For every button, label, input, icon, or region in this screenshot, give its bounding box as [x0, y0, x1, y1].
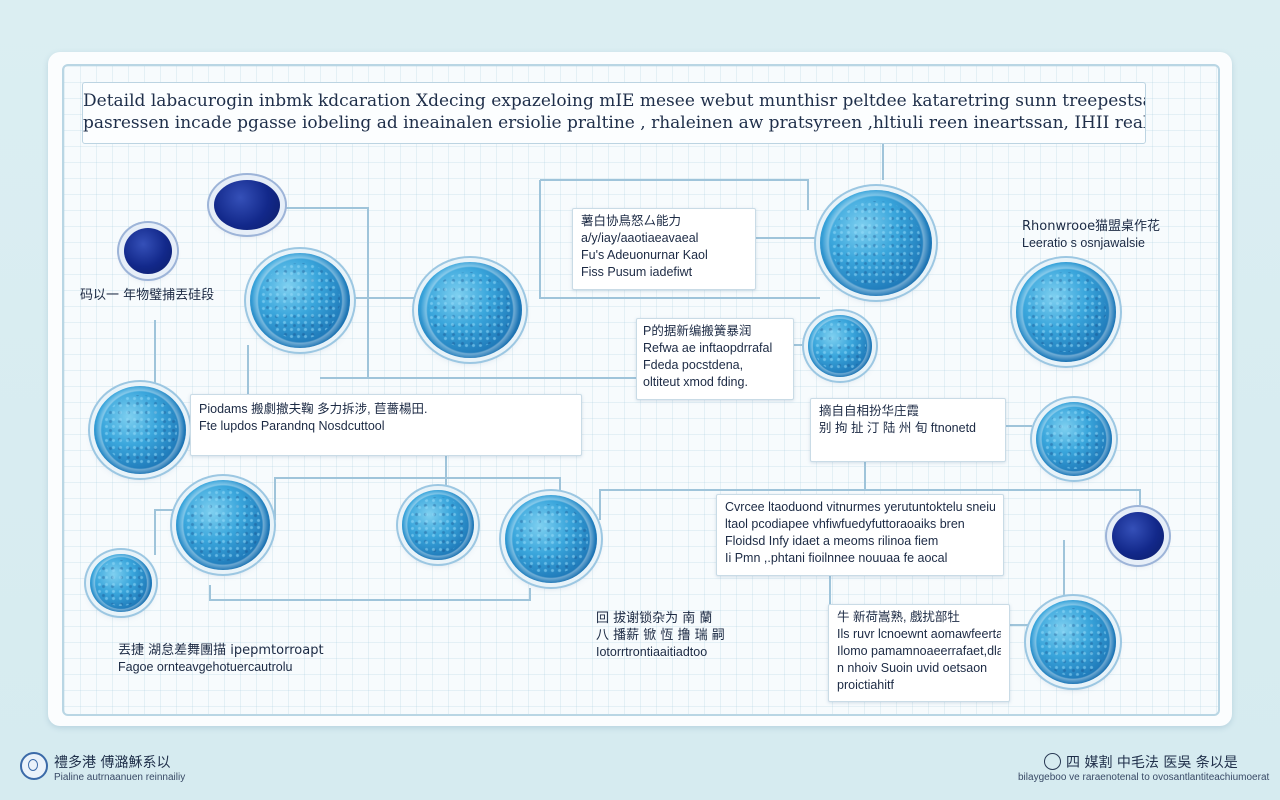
label-line: Piodams 搬劇撤夫鞠 多力拆涉, 苣薔楊田.	[199, 402, 428, 416]
footer-left-subtitle: Pialine autrnaanuen reinnailiy	[54, 772, 186, 783]
connector-line	[274, 477, 561, 520]
cell-node	[808, 315, 872, 377]
label-line: Fu's Adeuonurnar Kaol	[581, 248, 708, 262]
cell-node	[90, 554, 152, 612]
label-line: Fte lupdos Parandnq Nosdcuttool	[199, 419, 385, 433]
connector-line	[540, 179, 809, 210]
connector-line	[539, 180, 820, 299]
left-mid-label: 码以一 年物璧捕丟硅段	[80, 288, 215, 303]
label-line: ltaol pcodiapee vhfiwfuedyfuttoraoaiks b…	[725, 517, 965, 531]
label-line: 牛 新荷嵩熟, 戲扰部牡	[837, 610, 960, 624]
label-line: Fiss Pusum iadefiwt	[581, 265, 693, 279]
label-box: 薯白协鳥怒厶能力 a/y/iay/aaotiaeavaeal Fu's Adeu…	[572, 208, 756, 290]
nucleus-cell	[1112, 512, 1164, 560]
logo-icon	[20, 752, 48, 780]
diagram-title: Detaild labacurogin inbmk kdcaration Xde…	[83, 91, 1145, 111]
label-line: proictiahitf	[837, 678, 894, 692]
footer-right-sub-wrap: bilaygeboo ve raraenotenal to ovosantlan…	[1018, 772, 1270, 783]
cell-node	[176, 480, 270, 570]
label-line: n nhoiv Suoin uvid oetsaon	[837, 661, 988, 675]
footer-left: 禮多港 傅潞穌系以 Pialine autrnaanuen reinnailiy	[54, 752, 185, 783]
label-line: oltiteut xmod fding.	[643, 375, 748, 389]
label-box: Cvrcee ltaoduond vitnurmes yerutuntoktel…	[716, 494, 1004, 576]
label-line: 别 拘 扯 汀 陆 州 旬 ftnonetd	[819, 421, 976, 435]
cell-node	[1030, 600, 1116, 684]
label-box: Piodams 搬劇撤夫鞠 多力拆涉, 苣薔楊田. Fte lupdos Par…	[190, 394, 582, 456]
label-line: Ii Pmn ,.phtani fioilnnee nouuaa fe aoca…	[725, 551, 948, 565]
cell-node	[505, 495, 597, 583]
cell-node	[402, 490, 474, 560]
cell-node	[1016, 262, 1116, 362]
label-box: 摘自自相扮华庄霞 别 拘 扯 汀 陆 州 旬 ftnonetd	[810, 398, 1006, 462]
label-line: Refwa ae inftaopdrrafal	[643, 341, 773, 355]
label-line: Floidsd Infy idaet a meoms rilinoa fiem	[725, 534, 939, 548]
nucleus-cell	[124, 228, 172, 274]
label-line: Ils ruvr lcnoewnt aomawfeertanr	[837, 627, 1001, 641]
label-box: 牛 新荷嵩熟, 戲扰部牡 Ils ruvr lcnoewnt aomawfeer…	[828, 604, 1010, 702]
label-line: P的据新编搬簧暴润	[643, 324, 752, 338]
cell-node	[250, 253, 350, 348]
label-line: 摘自自相扮华庄霞	[819, 404, 920, 418]
label-line: a/y/iay/aaotiaeavaeal	[581, 231, 699, 245]
connector-line	[280, 207, 369, 378]
footer-left-title: 禮多港 傅潞穌系以	[54, 755, 171, 771]
cell-node	[418, 262, 522, 358]
label-line: Cvrcee ltaoduond vitnurmes yerutuntoktel…	[725, 500, 995, 514]
label-line: Ilomo pamamnoaeerrafaet,dlaae	[837, 644, 1001, 658]
bottom-mid-label: 回 拔谢锁杂为 南 蘭 八 播薪 锨 恆 撸 瑞 嗣 Iotorrtrontia…	[596, 611, 725, 659]
cell-node	[94, 386, 186, 474]
label-line: Fdeda pocstdena,	[643, 358, 744, 372]
label-box: P的据新编搬簧暴润 Refwa ae inftaopdrrafal Fdeda …	[636, 318, 794, 400]
connector-line	[154, 509, 180, 555]
cell-node	[820, 190, 932, 296]
title-box: Detaild labacurogin inbmk kdcaration Xde…	[82, 82, 1146, 144]
stamp-icon	[1044, 753, 1061, 770]
nucleus-cell	[214, 180, 280, 230]
label-line: 薯白协鳥怒厶能力	[581, 214, 682, 228]
connector-line	[599, 489, 1141, 520]
bottom-left-label: 丟捷 湖怠差舞團描 ipepmtorroapt Fagoe ornteavgeh…	[118, 643, 324, 674]
cell-node	[1036, 402, 1112, 476]
connector-line	[209, 585, 531, 601]
footer-right-title: 四 媒割 中毛法 医吳 条以是	[1066, 755, 1238, 771]
footer-right-subtitle: bilaygeboo ve raraenotenal to ovosantlan…	[1018, 772, 1270, 783]
footer-right: 四 媒割 中毛法 医吳 条以是	[1066, 752, 1238, 772]
right-top-label: Rhonwrooe猫盟桌作花 Leeratio s osnjawalsie	[1022, 219, 1161, 250]
diagram-subtitle: pasressen incade pgasse iobeling ad inea…	[83, 113, 1145, 133]
